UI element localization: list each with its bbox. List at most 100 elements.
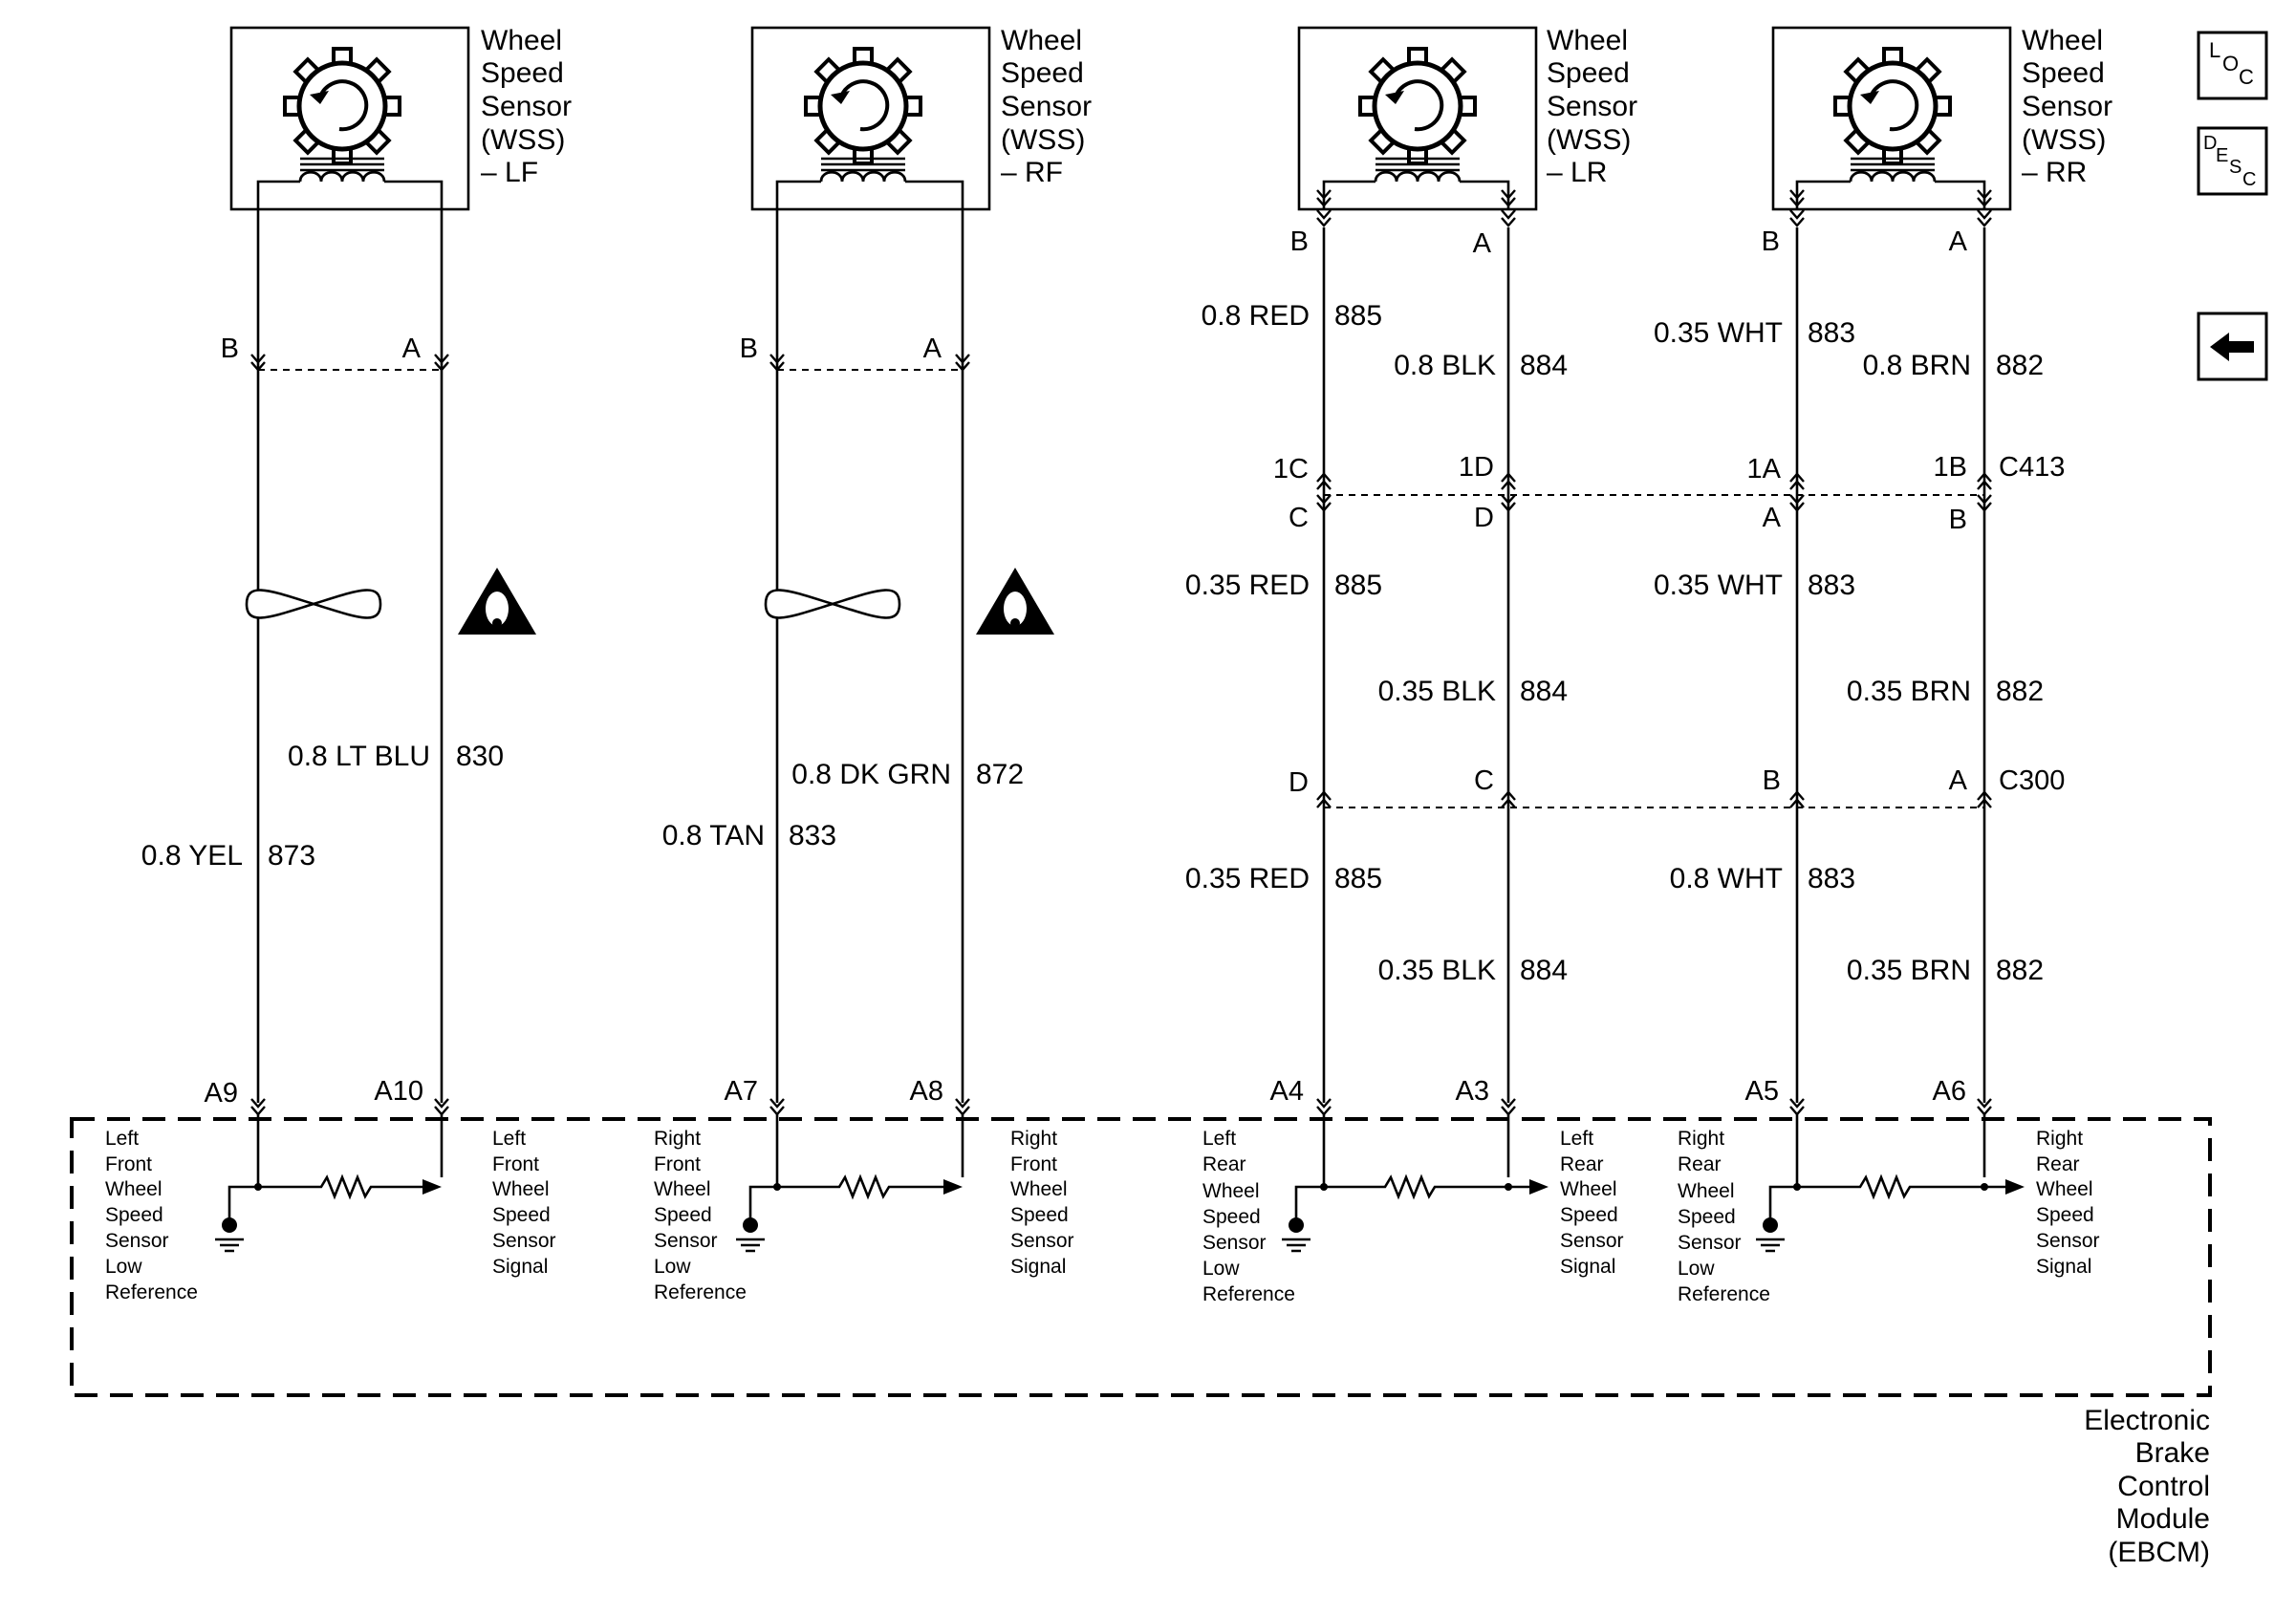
c300-name: C300 bbox=[1999, 765, 2065, 796]
ebcm-pin-a8: A8 bbox=[910, 1076, 943, 1107]
desc-letter-3: S bbox=[2229, 157, 2242, 178]
wire-circuit-lf-left: 873 bbox=[268, 840, 315, 872]
desc-rr-sig: Right Rear Wheel Speed Sensor Signal bbox=[2036, 1128, 2100, 1278]
sensor-lr-title-1: Wheel bbox=[1547, 25, 1628, 56]
desc-lf-low: Left Front Wheel Speed Sensor Low Refere… bbox=[105, 1128, 198, 1303]
wire-color-lr-right-mid: 0.35 BLK bbox=[1378, 676, 1496, 707]
desc-line: Speed bbox=[1010, 1204, 1069, 1226]
desc-line: Rear bbox=[1202, 1153, 1246, 1175]
c413-pin-1d: 1D bbox=[1459, 452, 1494, 483]
resistor-icon bbox=[1797, 1174, 1986, 1200]
desc-line: Sensor bbox=[105, 1230, 169, 1252]
wire-circuit-lr-right-mid: 884 bbox=[1520, 676, 1568, 707]
wire-circuit-lr-left-mid: 885 bbox=[1334, 570, 1382, 601]
desc-button[interactable]: D E S C bbox=[2197, 126, 2268, 196]
desc-lr-sig: Left Rear Wheel Speed Sensor Signal bbox=[1560, 1128, 1624, 1278]
ebcm-pin-a6: A6 bbox=[1933, 1076, 1966, 1107]
ebcm-circuit-lr bbox=[1280, 1114, 1549, 1253]
desc-line: Wheel bbox=[1202, 1180, 1260, 1202]
desc-line: Low bbox=[1678, 1258, 1715, 1280]
back-button[interactable] bbox=[2197, 312, 2268, 381]
wire-color-rr-right-top: 0.8 BRN bbox=[1863, 350, 1971, 381]
ground-icon bbox=[213, 1238, 246, 1253]
arrow-icon bbox=[2005, 1179, 2025, 1195]
arrow-icon bbox=[943, 1179, 963, 1195]
ebcm-circuit-rf bbox=[734, 1114, 964, 1253]
ebcm-title: Electronic Brake Control Module (EBCM) bbox=[2084, 1405, 2210, 1568]
sensor-rr-title-1: Wheel bbox=[2022, 25, 2103, 56]
desc-line: Speed bbox=[1678, 1206, 1736, 1228]
c300-pin-b: B bbox=[1763, 765, 1781, 796]
desc-line: Wheel bbox=[105, 1178, 162, 1200]
sensor-lf-housing bbox=[229, 26, 470, 211]
desc-line: Speed bbox=[105, 1204, 163, 1226]
connector-terminal-icon bbox=[1788, 208, 1806, 227]
loc-icon bbox=[2197, 31, 2268, 100]
sensor-lf-title-5: – LF bbox=[481, 157, 538, 188]
desc-line: Signal bbox=[492, 1256, 548, 1278]
wheel-speed-sensor-icon bbox=[806, 49, 921, 163]
wire-color-lr-left-mid: 0.35 RED bbox=[1185, 570, 1310, 601]
resistor-icon bbox=[258, 1174, 424, 1200]
desc-line: Speed bbox=[492, 1204, 551, 1226]
arrow-icon bbox=[1529, 1179, 1549, 1195]
desc-line: Rear bbox=[1678, 1153, 1722, 1175]
sensor-rr-title-4: (WSS) bbox=[2022, 124, 2106, 156]
ground-icon bbox=[1280, 1238, 1312, 1253]
desc-line: Reference bbox=[1678, 1283, 1770, 1305]
desc-icon bbox=[2197, 126, 2268, 196]
wire-circuit-rf-right: 872 bbox=[976, 759, 1024, 790]
desc-rf-low: Right Front Wheel Speed Sensor Low Refer… bbox=[654, 1128, 747, 1303]
sensor-lr-title-4: (WSS) bbox=[1547, 124, 1631, 156]
desc-line: Wheel bbox=[2036, 1178, 2093, 1200]
wire-color-rr-right-mid: 0.35 BRN bbox=[1847, 676, 1971, 707]
desc-line: Signal bbox=[1560, 1256, 1615, 1278]
ground-icon bbox=[1754, 1238, 1787, 1253]
desc-line: Front bbox=[654, 1153, 701, 1175]
desc-rf-sig: Right Front Wheel Speed Sensor Signal bbox=[1010, 1128, 1074, 1278]
wire-circuit-lf-right: 830 bbox=[456, 741, 504, 772]
sensor-rf-title-5: – RF bbox=[1001, 157, 1063, 188]
sensor-rf-housing bbox=[750, 26, 991, 211]
desc-line: Signal bbox=[1010, 1256, 1066, 1278]
sensor-lr-pin-a: A bbox=[1473, 228, 1492, 259]
ebcm-circuit-rr bbox=[1754, 1114, 2025, 1253]
resistor-icon bbox=[1324, 1174, 1510, 1200]
c300-pin-c: C bbox=[1474, 765, 1494, 796]
sensor-lr: Wheel Speed Sensor (WSS) – LR B A 0.8 RE… bbox=[1202, 25, 1637, 1103]
sensor-rf-title-4: (WSS) bbox=[1001, 124, 1085, 156]
connector-c413: 1C 1D 1A 1B C413 C D A B bbox=[1273, 452, 2065, 535]
ebcm-pin-a5: A5 bbox=[1745, 1076, 1779, 1107]
sensor-lf-title-2: Speed bbox=[481, 57, 564, 89]
sensor-rr-title-2: Speed bbox=[2022, 57, 2105, 89]
ebcm-module: A9 A10 A7 A8 A4 A3 A5 A6 bbox=[70, 1076, 2212, 1568]
sensor-rf: Wheel Speed Sensor (WSS) – RF B A 0.8 DK… bbox=[662, 25, 1092, 1103]
desc-line: Low bbox=[1202, 1258, 1240, 1280]
sensor-lf-pin-b: B bbox=[221, 334, 239, 364]
desc-line: Reference bbox=[105, 1281, 198, 1303]
desc-line: Sensor bbox=[1010, 1230, 1074, 1252]
desc-line: Right bbox=[654, 1128, 701, 1150]
ebcm-pin-a9: A9 bbox=[205, 1078, 238, 1109]
sensor-rf-pin-b: B bbox=[740, 334, 758, 364]
twisted-pair-icon bbox=[245, 589, 382, 619]
sensor-lf-title-3: Sensor bbox=[481, 91, 572, 122]
sensor-lr-title-5: – LR bbox=[1547, 157, 1607, 188]
desc-line: Left bbox=[492, 1128, 526, 1150]
desc-rr-low: Right Rear Wheel Speed Sensor Low Refere… bbox=[1678, 1128, 1770, 1305]
desc-line: Right bbox=[1010, 1128, 1057, 1150]
desc-line: Rear bbox=[1560, 1153, 1604, 1175]
desc-line: Reference bbox=[1202, 1283, 1295, 1305]
twisted-pair-icon bbox=[764, 589, 901, 619]
wire-circuit-rr-left-bot: 883 bbox=[1808, 863, 1855, 894]
ebcm-pin-a3: A3 bbox=[1456, 1076, 1489, 1107]
desc-line: Reference bbox=[654, 1281, 747, 1303]
ebcm-pin-a4: A4 bbox=[1270, 1076, 1304, 1107]
c300-pin-a: A bbox=[1949, 765, 1968, 796]
desc-line: Speed bbox=[1202, 1206, 1261, 1228]
sensor-rf-title-1: Wheel bbox=[1001, 25, 1082, 56]
loc-letter-3: C bbox=[2239, 65, 2254, 89]
loc-button[interactable]: L O C bbox=[2197, 31, 2268, 100]
desc-letter-4: C bbox=[2242, 169, 2256, 190]
